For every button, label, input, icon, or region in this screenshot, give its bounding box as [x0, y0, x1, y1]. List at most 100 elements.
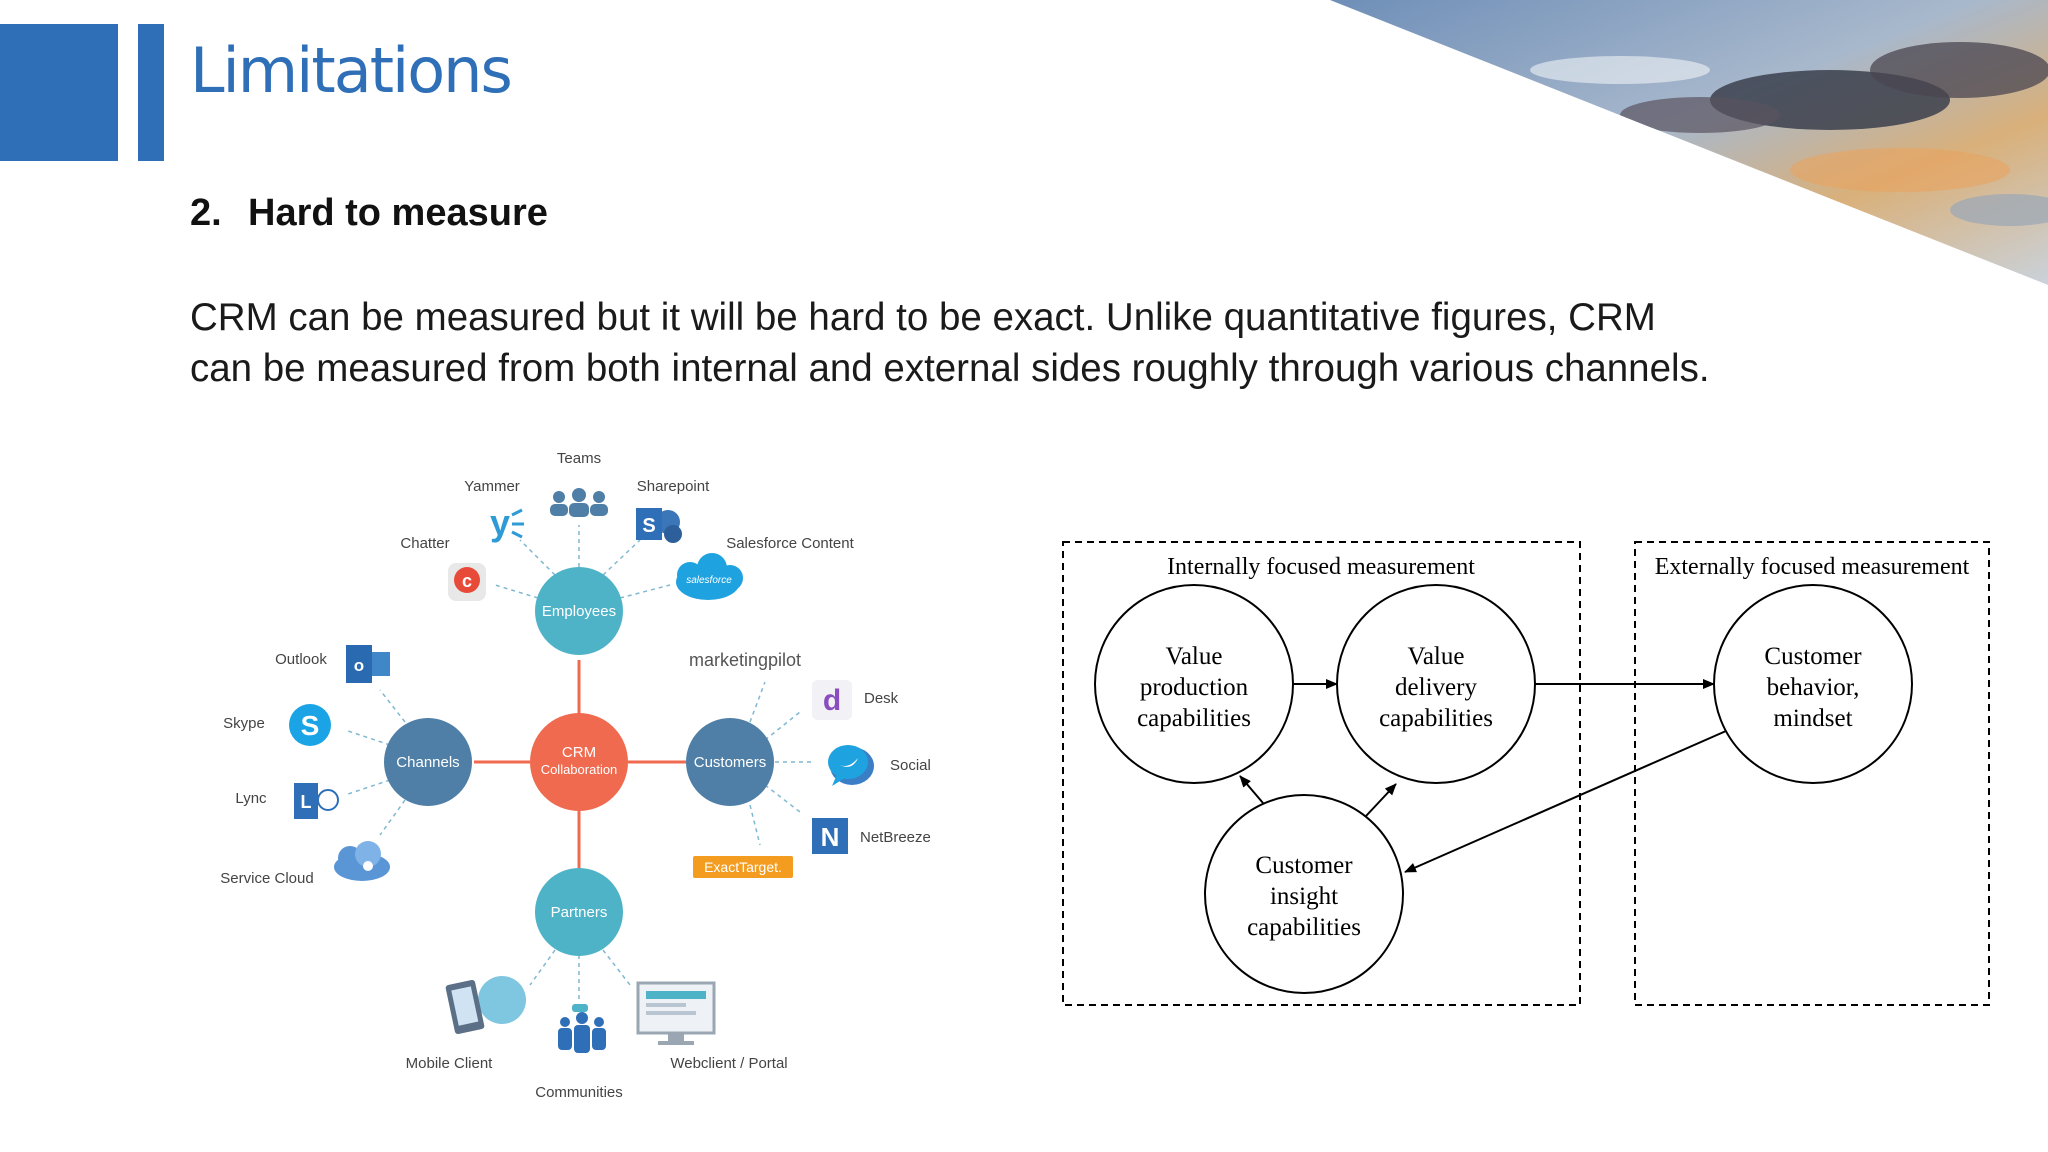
measurement-arrows	[1239, 679, 1727, 873]
marketingpilot-logo: marketingpilot	[689, 650, 801, 670]
hub-connectors	[474, 660, 686, 870]
netbreeze-label: NetBreeze	[860, 829, 931, 846]
skype-icon: S	[289, 704, 331, 746]
section-heading: 2. Hard to measure	[190, 192, 548, 235]
monitor-icon	[636, 981, 716, 1045]
arrow-behavior-to-insight	[1404, 730, 1727, 873]
section-number: 2.	[190, 192, 222, 234]
marketingpilot-item: marketingpilot	[689, 650, 801, 670]
customer-insight-line-3: capabilities	[1247, 914, 1361, 941]
customer-behavior-line-2: behavior,	[1767, 674, 1860, 701]
desk-item: d Desk	[812, 680, 899, 720]
item-connectors	[344, 525, 815, 1000]
outlook-label: Outlook	[275, 651, 327, 668]
value-production-line-2: production	[1140, 674, 1249, 701]
sharepoint-icon: S	[636, 508, 682, 543]
channels-hub-label: Channels	[396, 754, 459, 771]
slide-title: Limitations	[190, 34, 513, 107]
svg-text:S: S	[642, 515, 655, 537]
social-label: Social	[890, 757, 931, 774]
header-accent-block	[0, 24, 118, 161]
employees-hub: Employees	[535, 567, 623, 655]
arrow-insight-to-delivery	[1365, 783, 1397, 817]
outlook-item: Outlook o	[275, 645, 390, 683]
value-production-node: Value production capabilities	[1094, 584, 1294, 784]
communities-label: Communities	[535, 1084, 623, 1101]
employees-hub-label: Employees	[542, 603, 616, 620]
sky-image	[1330, 0, 2048, 285]
svg-text:S: S	[301, 710, 320, 741]
value-delivery-line-2: delivery	[1395, 674, 1477, 701]
customer-behavior-node: Customer behavior, mindset	[1713, 584, 1913, 784]
desk-label: Desk	[864, 690, 899, 707]
value-delivery-node: Value delivery capabilities	[1336, 584, 1536, 784]
external-measurement-box: Externally focused measurement	[1634, 541, 1990, 1006]
body-line-2: can be measured from both internal and e…	[190, 347, 1710, 390]
salesforce-content-item: Salesforce Content salesforce	[676, 535, 855, 600]
yammer-icon: y	[490, 502, 510, 543]
customer-behavior-line-1: Customer	[1764, 643, 1862, 670]
crm-center-label-2: Collaboration	[541, 762, 618, 777]
partners-hub-label: Partners	[551, 904, 608, 921]
customer-insight-node: Customer insight capabilities	[1204, 794, 1404, 994]
exacttarget-badge	[693, 856, 793, 878]
webclient-label: Webclient / Portal	[670, 1055, 787, 1072]
value-production-line-3: capabilities	[1137, 705, 1251, 732]
exacttarget-item: ExactTarget.	[693, 856, 793, 878]
service-cloud-icon	[334, 841, 390, 881]
salesforce-logo-text: salesforce	[686, 575, 732, 586]
communities-item: Communities	[535, 1004, 623, 1101]
chatter-label: Chatter	[400, 535, 449, 552]
exacttarget-label: ExactTarget.	[704, 859, 782, 875]
yammer-item: Yammer y	[464, 478, 524, 543]
salesforce-content-label: Salesforce Content	[726, 535, 854, 552]
svg-text:o: o	[354, 656, 364, 675]
customer-insight-line-1: Customer	[1255, 852, 1353, 879]
internal-measurement-label: Internally focused measurement	[1167, 554, 1475, 580]
teams-label: Teams	[557, 450, 601, 467]
body-line-1: CRM can be measured but it will be hard …	[190, 296, 1656, 339]
desk-icon: d	[812, 680, 852, 720]
value-delivery-line-3: capabilities	[1379, 705, 1493, 732]
arrow-insight-to-production	[1239, 775, 1264, 804]
section-heading-text: Hard to measure	[248, 192, 548, 234]
svg-text:c: c	[462, 571, 472, 591]
crm-collaboration-diagram: Employees Channels Customers Partners CR…	[220, 450, 931, 1101]
crm-center-hub: CRM Collaboration	[530, 713, 628, 811]
mobile-client-label: Mobile Client	[406, 1055, 494, 1072]
teams-item: Teams	[550, 450, 608, 517]
value-production-line-1: Value	[1166, 643, 1223, 670]
communities-people-icon	[558, 1004, 606, 1053]
teams-icon	[550, 488, 608, 517]
customers-hub: Customers	[686, 718, 774, 806]
mobile-client-item: Mobile Client	[406, 976, 526, 1072]
yammer-label: Yammer	[464, 478, 520, 495]
header-accent-bar	[138, 24, 164, 161]
netbreeze-item: N NetBreeze	[812, 818, 931, 854]
external-measurement-label: Externally focused measurement	[1655, 554, 1970, 580]
lync-label: Lync	[235, 790, 267, 807]
service-cloud-label: Service Cloud	[220, 870, 313, 887]
outlook-icon: o	[346, 645, 390, 683]
webclient-item: Webclient / Portal	[636, 981, 788, 1072]
salesforce-cloud-icon: salesforce	[676, 553, 743, 600]
measurement-diagram: Internally focused measurement Externall…	[1062, 541, 1990, 1006]
body-paragraph: CRM can be measured but it will be hard …	[190, 292, 1850, 394]
partners-hub: Partners	[535, 868, 623, 956]
internal-measurement-box: Internally focused measurement	[1062, 541, 1581, 1006]
customer-insight-line-2: insight	[1270, 883, 1338, 910]
mobile-globe-icon	[445, 976, 526, 1035]
svg-text:d: d	[823, 684, 841, 717]
lync-icon: L	[294, 783, 339, 819]
channels-hub: Channels	[384, 718, 472, 806]
sharepoint-item: Sharepoint S	[636, 478, 710, 543]
social-item: Social	[828, 745, 931, 786]
sharepoint-label: Sharepoint	[637, 478, 710, 495]
svg-text:N: N	[821, 822, 840, 852]
skype-label: Skype	[223, 715, 265, 732]
svg-text:L: L	[301, 792, 312, 812]
skype-item: Skype S	[223, 704, 331, 746]
lync-item: Lync L	[235, 783, 339, 819]
service-cloud-item: Service Cloud	[220, 841, 390, 887]
